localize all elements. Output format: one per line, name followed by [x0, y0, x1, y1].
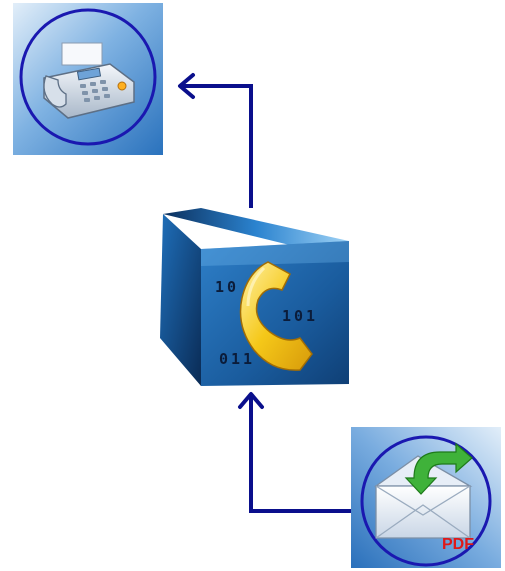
- email-circle-border: [360, 435, 492, 567]
- connectors: [178, 73, 351, 513]
- fax-circle-border: [19, 8, 157, 146]
- pdf-badge: PDF: [442, 536, 474, 553]
- fax-node: [13, 3, 163, 155]
- edge-server-to-fax: [181, 84, 253, 208]
- phone-cube-icon: [160, 208, 349, 386]
- arrowhead-server: [238, 392, 264, 409]
- download-arrow-icon: [404, 442, 473, 495]
- email-node: PDF: [351, 427, 501, 568]
- binary-top-label: 10: [215, 278, 239, 296]
- binary-right-label: 101: [282, 307, 318, 325]
- server-node: 10 101 011: [160, 208, 349, 386]
- edge-email-to-server: [249, 395, 351, 513]
- cube-front-face: [201, 241, 349, 386]
- handset-icon: [239, 261, 313, 371]
- cube-top-face: [163, 208, 349, 249]
- cube-side-face: [160, 214, 201, 386]
- fax-machine-icon: [43, 42, 135, 119]
- binary-bottom-label: 011: [219, 350, 255, 368]
- envelope-pdf-icon: [373, 442, 473, 539]
- arrowhead-fax: [178, 73, 195, 99]
